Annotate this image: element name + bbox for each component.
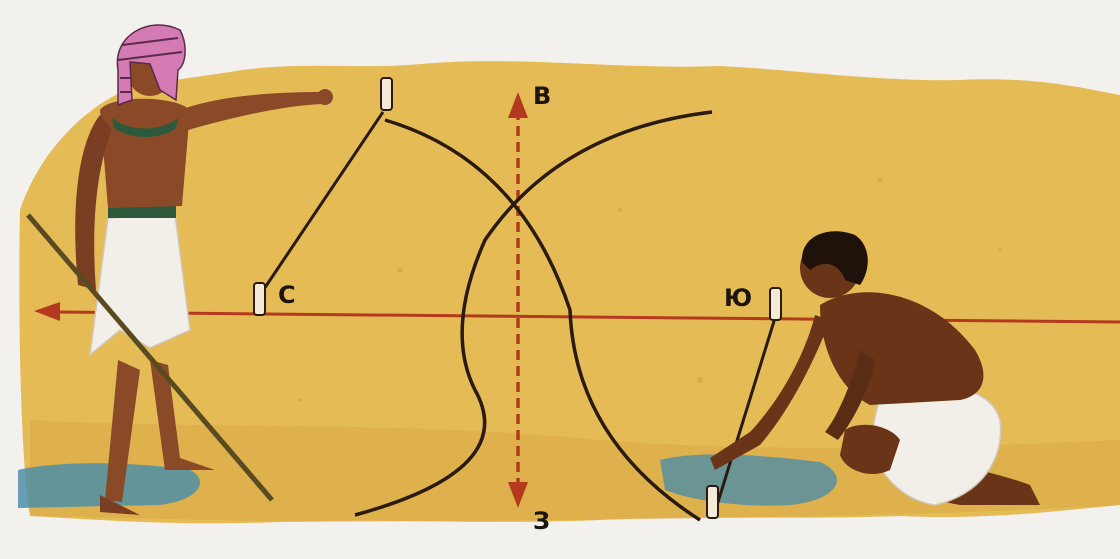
label-east: В (533, 82, 551, 110)
label-north: С (278, 281, 296, 309)
label-west: З (533, 507, 550, 535)
stake-icon (254, 283, 265, 315)
stake-icon (707, 486, 718, 518)
label-south: Ю (724, 284, 752, 312)
stake-icon (770, 288, 781, 320)
stake-icon (381, 78, 392, 110)
